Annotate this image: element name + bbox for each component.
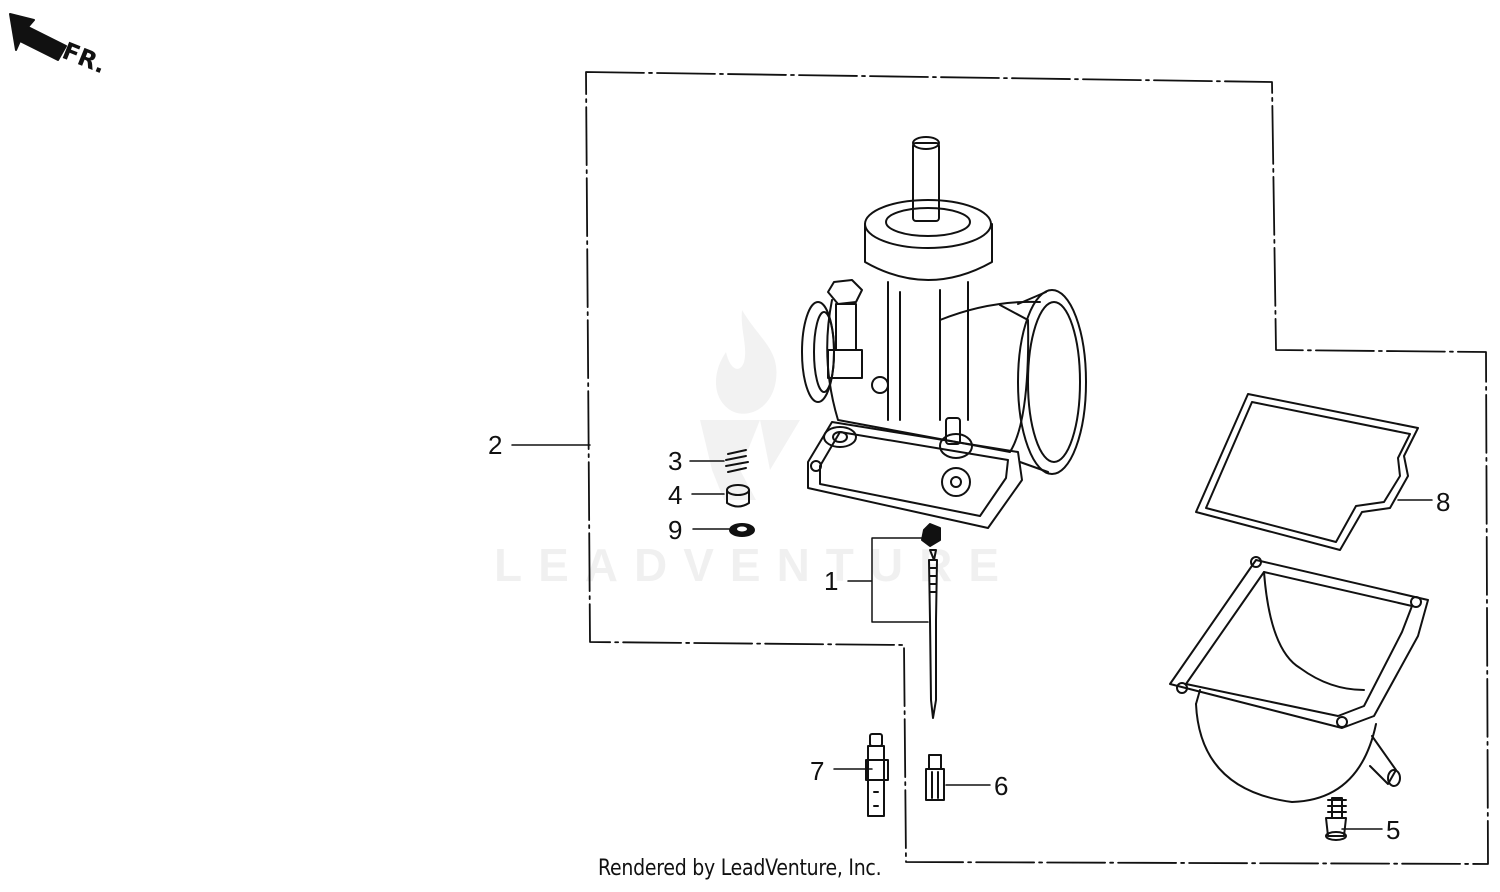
washer-part xyxy=(729,523,755,537)
render-credit: Rendered by LeadVenture, Inc. xyxy=(598,856,882,881)
needle-jet-part xyxy=(865,733,889,817)
callout-1: 1 xyxy=(824,566,839,596)
main-jet-part xyxy=(925,754,945,801)
watermark-text: LEADVENTURE xyxy=(494,539,1016,591)
leadventure-flame-logo-icon xyxy=(700,310,800,500)
bolt-part xyxy=(1325,797,1347,841)
float-bowl-gasket xyxy=(1195,393,1419,551)
leader-lines xyxy=(511,444,1433,830)
callout-7: 7 xyxy=(810,756,825,786)
jet-needle-part xyxy=(921,523,941,719)
callout-2: 2 xyxy=(488,430,503,460)
callout-9: 9 xyxy=(668,515,683,545)
callout-4: 4 xyxy=(668,480,683,510)
float-bowl xyxy=(1169,556,1429,803)
cap-part xyxy=(726,484,750,508)
carburetor-body xyxy=(801,136,1087,529)
front-direction-arrow-icon xyxy=(9,13,67,61)
callout-3: 3 xyxy=(668,446,683,476)
callout-6: 6 xyxy=(994,771,1009,801)
callout-5: 5 xyxy=(1386,815,1401,845)
spring-part xyxy=(725,449,749,473)
kit-boundary-outline xyxy=(585,71,1489,865)
callout-8: 8 xyxy=(1436,487,1451,517)
